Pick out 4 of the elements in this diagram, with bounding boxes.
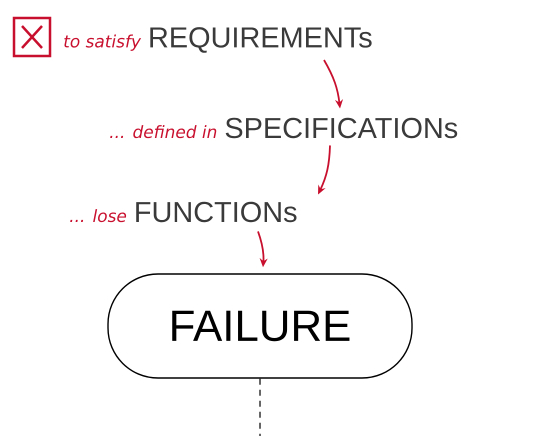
step-text: ... lose FUNCTIONs <box>70 202 296 222</box>
step-text: ... defined in SPECIFICATIONs <box>110 118 458 138</box>
step-text: to satisfy REQUIREMENTs <box>64 27 372 53</box>
failure-box: FAILURE <box>107 273 413 379</box>
